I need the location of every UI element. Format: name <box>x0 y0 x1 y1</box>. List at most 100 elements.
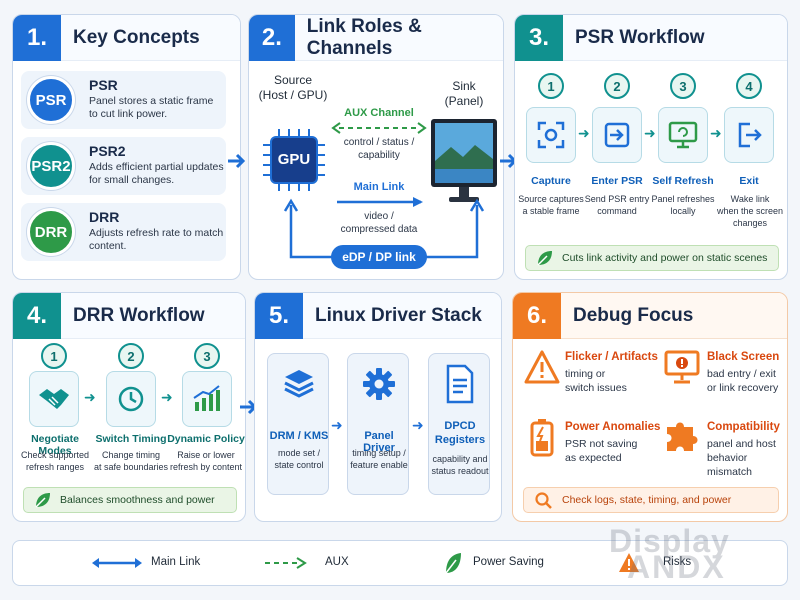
section-number: 4. <box>13 293 61 339</box>
step-desc: changes <box>732 218 768 228</box>
concept-psr: PSR PSR Panel stores a static frame to c… <box>21 71 226 129</box>
arrow-right-icon: ➜ <box>161 389 173 405</box>
debug-desc: timing or <box>565 368 606 380</box>
legend-main-link: Main Link <box>151 556 201 568</box>
step-desc: at safe boundaries <box>93 462 169 472</box>
step-desc: Send PSR entry <box>584 194 650 204</box>
step-desc: refresh by content <box>169 462 243 472</box>
debug-desc: behavior mismatch <box>707 452 752 478</box>
psr2-badge: PSR2 <box>27 142 75 190</box>
puzzle-piece-icon <box>667 422 698 451</box>
debug-desc: as expected <box>565 452 622 464</box>
panel-title: Debug Focus <box>573 304 694 326</box>
arrow-right-icon <box>228 153 246 169</box>
panel-title: DRR Workflow <box>73 304 205 326</box>
battery-icon <box>530 419 554 457</box>
arrow-right-icon: ➜ <box>84 389 96 405</box>
step-number: 3 <box>194 343 220 369</box>
debug-desc: panel and host <box>707 438 776 450</box>
enter-icon <box>604 122 630 148</box>
panel-header: 1. Key Concepts <box>13 15 240 61</box>
section-number: 6. <box>513 293 561 339</box>
leaf-icon <box>35 493 50 508</box>
step-label: Exit <box>739 175 759 187</box>
arrow-right-icon: ➜ <box>644 125 656 141</box>
step-desc: Change timing <box>101 450 161 460</box>
panel-drr-workflow: 4. DRR Workflow 1 2 3 ➜ ➜ Negotiate Mode… <box>12 292 246 522</box>
arrow-right-icon: ➜ <box>331 417 343 433</box>
enter-psr-step <box>592 107 642 163</box>
concept-desc: Adjusts refresh rate to match content. <box>89 227 224 252</box>
legend-aux: AUX <box>325 556 349 568</box>
leaf-icon <box>445 553 461 574</box>
step-number: 3 <box>670 73 696 99</box>
gear-icon <box>363 368 395 400</box>
search-icon <box>535 492 552 509</box>
debug-desc: PSR not saving <box>565 438 638 450</box>
stack-desc: capability and <box>432 454 488 464</box>
panel-link-roles: 2. Link Roles & Channels Source (Host / … <box>248 14 504 280</box>
debug-title: Black Screen <box>707 351 780 363</box>
legend-power-saving: Power Saving <box>473 556 544 568</box>
capture-step <box>526 107 576 163</box>
exit-step <box>724 107 774 163</box>
step-desc: command <box>597 206 637 216</box>
section-number: 5. <box>255 293 303 339</box>
panel-title: Key Concepts <box>73 26 200 48</box>
footer-text: Check logs, state, timing, and power <box>562 494 732 506</box>
panel-key-concepts: 1. Key Concepts PSR PSR Panel stores a s… <box>12 14 241 280</box>
step-number: 1 <box>41 343 67 369</box>
arrow-right-icon: ➜ <box>412 417 424 433</box>
sink-title: Sink <box>452 79 476 93</box>
panel-title: PSR Workflow <box>575 26 705 48</box>
debug-desc: bad entry / exit <box>707 368 776 380</box>
switch-timing-step <box>106 371 156 427</box>
aux-legend-icon <box>265 557 307 569</box>
step-label: Self Refresh <box>652 175 714 187</box>
main-desc-2: compressed data <box>340 224 418 235</box>
step-desc: Panel refreshes <box>651 194 715 204</box>
layers-icon <box>284 370 314 398</box>
drr-footer: Balances smoothness and power <box>23 487 237 513</box>
debug-desc: switch issues <box>565 382 627 394</box>
panel-debug-focus: 6. Debug Focus Flicker / Artifacts timin… <box>512 292 788 522</box>
main-link-legend-icon <box>92 558 142 568</box>
concept-drr: DRR DRR Adjusts refresh rate to match co… <box>21 203 226 261</box>
main-link-label: Main Link <box>353 181 405 193</box>
leaf-icon <box>537 251 552 266</box>
stack-desc: mode set / <box>277 448 321 458</box>
aux-channel-label: AUX Channel <box>344 107 414 119</box>
step-number: 2 <box>118 343 144 369</box>
panel-header: 2. Link Roles & Channels <box>249 15 503 61</box>
concept-name: DRR <box>89 209 120 225</box>
step-number: 2 <box>604 73 630 99</box>
step-desc: Wake link <box>730 194 770 204</box>
concept-psr2: PSR2 PSR2 Adds efficient partial updates… <box>21 137 226 195</box>
capture-frame-icon <box>537 121 565 149</box>
dynamic-policy-step <box>182 371 232 427</box>
clock-icon <box>118 386 144 412</box>
stack-desc: state control <box>274 460 324 470</box>
dpcd-registers-layer: DPCD Registers capability and status rea… <box>428 353 490 495</box>
concept-desc: Adds efficient partial updates for small… <box>89 161 224 186</box>
step-label: Dynamic Policy <box>167 433 245 445</box>
stack-desc: status readout <box>431 466 489 476</box>
edp-link-badge: eDP / DP link <box>331 245 427 269</box>
stack-label: DPCD <box>444 420 476 432</box>
concept-name: PSR2 <box>89 143 126 159</box>
debug-desc: or link recovery <box>707 382 779 394</box>
step-label: Enter PSR <box>591 175 643 187</box>
panel-header: 3. PSR Workflow <box>515 15 787 61</box>
debug-title: Power Anomalies <box>565 421 661 433</box>
step-desc: refresh ranges <box>25 462 85 472</box>
panel-header: 4. DRR Workflow <box>13 293 245 339</box>
drm-kms-layer: DRM / KMS mode set / state control <box>267 353 329 495</box>
handshake-icon <box>39 389 69 409</box>
debug-footer: Check logs, state, timing, and power <box>523 487 779 513</box>
stack-desc: feature enable <box>350 460 408 470</box>
monitor-icon <box>431 119 497 202</box>
source-subtitle: (Host / GPU) <box>258 88 328 102</box>
gpu-label: GPU <box>277 151 311 168</box>
concept-name: PSR <box>89 77 118 93</box>
footer-text: Balances smoothness and power <box>60 494 215 506</box>
